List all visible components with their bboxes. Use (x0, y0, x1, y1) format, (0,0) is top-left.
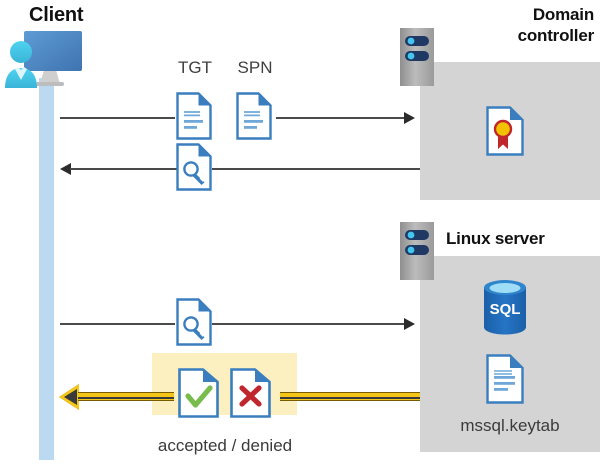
domain-controller-title: Domain controller (420, 4, 600, 46)
accepted-document-icon (178, 368, 220, 418)
domain-controller-rack-icon (399, 27, 439, 89)
message-3-line-right (212, 323, 404, 325)
message-4-line-right (280, 392, 420, 401)
tgt-label: TGT (178, 58, 212, 77)
spn-document-icon (236, 92, 272, 140)
keytab-document-icon (486, 354, 524, 404)
client-icon (2, 26, 102, 92)
domain-controller-title-line2: controller (517, 26, 595, 45)
sql-database-icon: SQL (481, 278, 529, 336)
message-3-line-left (60, 323, 175, 325)
denied-document-icon (230, 368, 272, 418)
keytab-label: mssql.keytab (460, 416, 560, 435)
message-2-arrowhead (60, 163, 71, 175)
client-title: Client (29, 4, 84, 26)
message-1-arrowhead (404, 112, 415, 124)
client-lifeline (39, 78, 54, 460)
service-ticket-document-icon (176, 298, 212, 346)
message-1-line-right (276, 117, 404, 119)
message-4-arrowhead (59, 384, 79, 410)
domain-controller-title-line1: Domain (532, 5, 594, 24)
accepted-denied-highlight (152, 353, 297, 415)
tgt-document-icon (176, 92, 212, 140)
session-key-document-icon (176, 143, 212, 191)
linux-server-rack-icon (399, 221, 439, 283)
message-4-line-left (78, 392, 174, 401)
message-2-line-left (70, 168, 177, 170)
spn-label: SPN (237, 58, 273, 77)
linux-server-title: Linux server (446, 229, 545, 248)
message-1-line-left (60, 117, 175, 119)
certificate-icon (486, 106, 524, 156)
message-3-arrowhead (404, 318, 415, 330)
svg-text:SQL: SQL (490, 301, 521, 318)
accepted-denied-label: accepted / denied (157, 436, 293, 455)
message-2-line-right (212, 168, 420, 170)
